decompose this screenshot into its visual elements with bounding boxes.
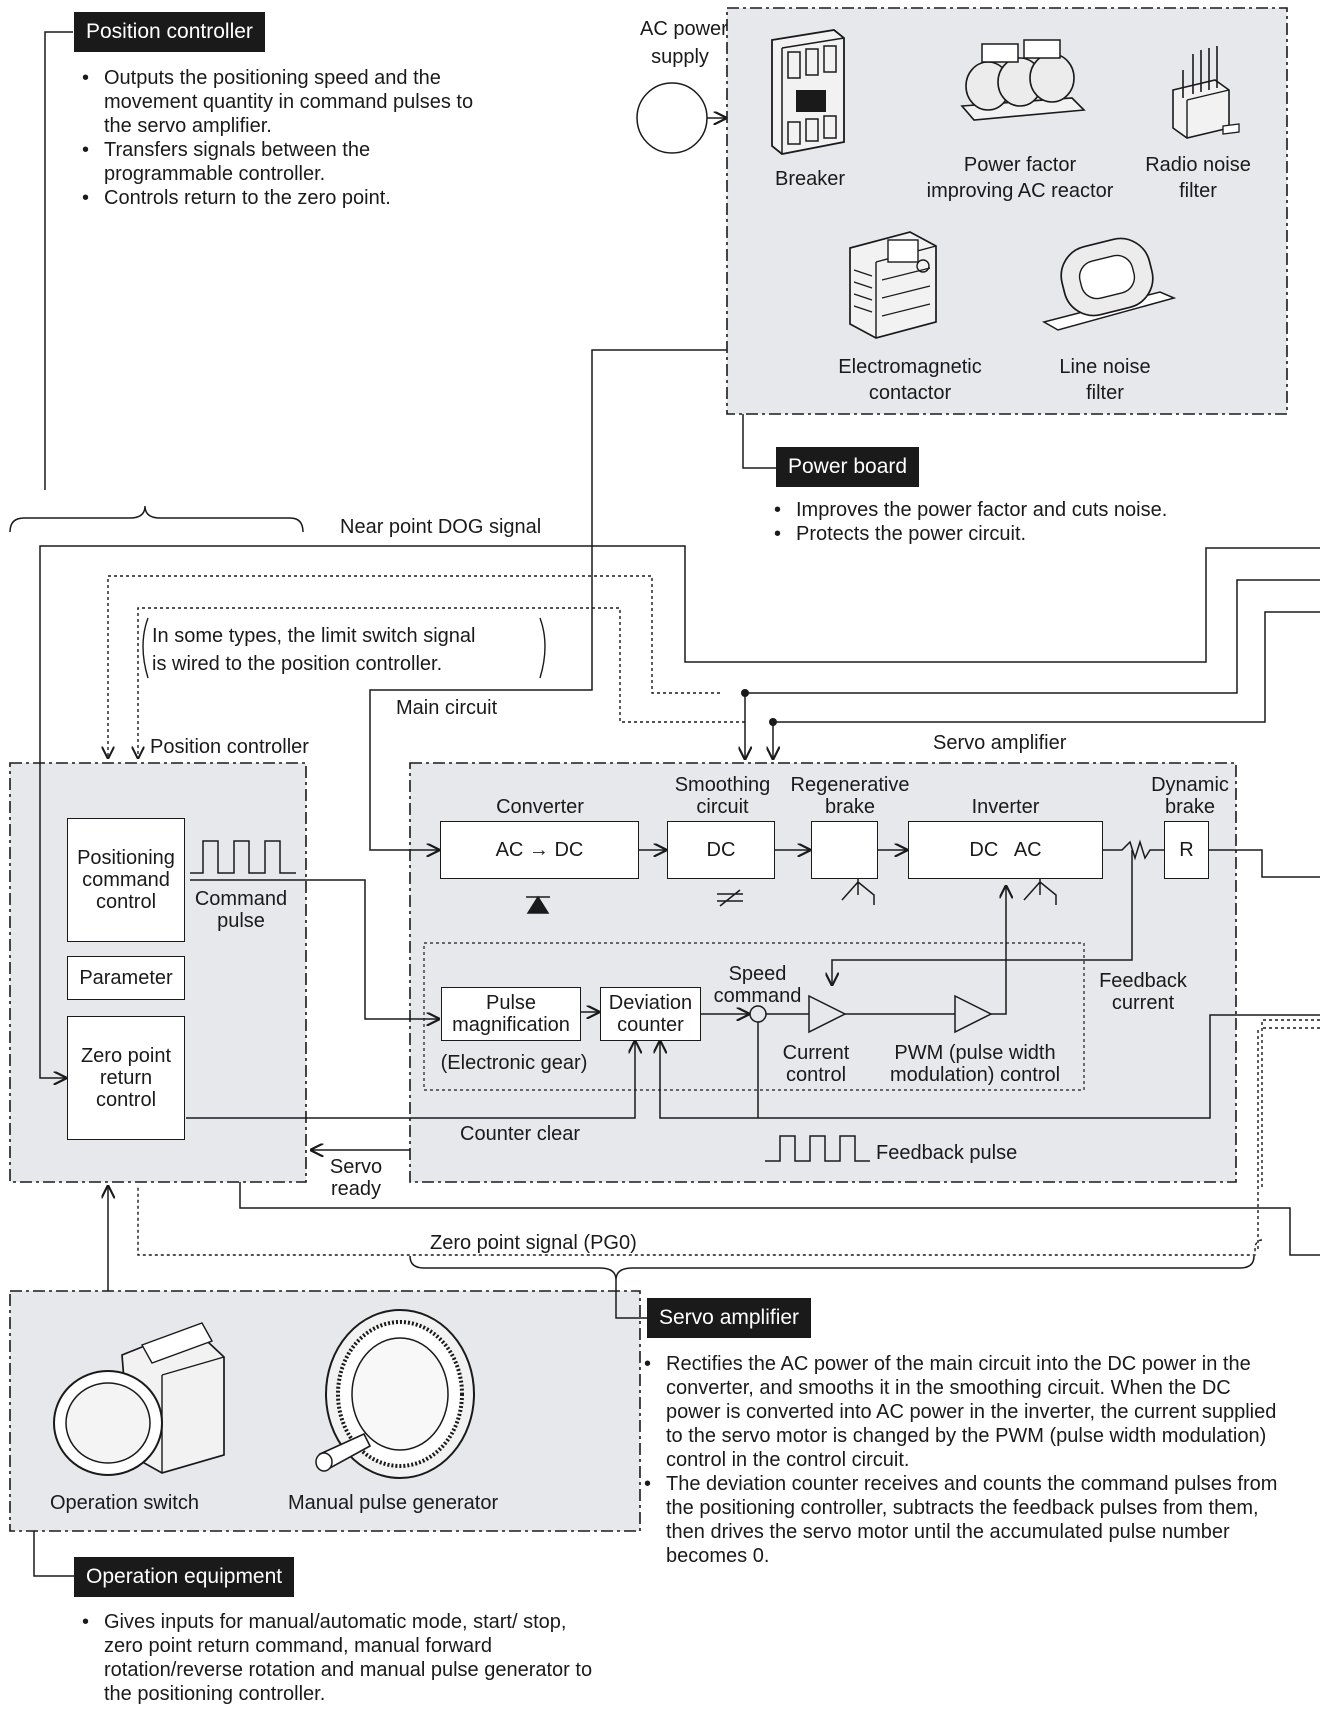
converter-block: AC → DC xyxy=(440,821,639,879)
breaker-label: Breaker xyxy=(774,168,846,190)
operation-switch-icon xyxy=(53,1322,225,1476)
feedback-current-label: Feedback current xyxy=(1099,970,1187,1014)
power-board-bullets: Improves the power factor and cuts noise… xyxy=(770,498,1190,546)
speed-command-label: Speed command xyxy=(713,963,802,1007)
dynamic-brake-block: R xyxy=(1164,821,1209,879)
pwm-control-label: PWM (pulse width modulation) control xyxy=(889,1042,1061,1086)
servo-amplifier-bullets: Rectifies the AC power of the main circu… xyxy=(640,1352,1290,1568)
position-controller-bullets: Outputs the positioning speed and the mo… xyxy=(78,66,478,210)
smoothing-block: DC xyxy=(667,821,775,879)
bullet: The deviation counter receives and count… xyxy=(640,1472,1290,1568)
near-point-dog-label: Near point DOG signal xyxy=(340,516,542,538)
bullet: Gives inputs for manual/automatic mode, … xyxy=(78,1610,598,1706)
feedback-pulse-label: Feedback pulse xyxy=(876,1142,1018,1164)
deviation-counter-block: Deviation counter xyxy=(600,987,701,1041)
control-circuit-frame xyxy=(423,942,1085,1091)
power-board-tag: Power board xyxy=(776,447,920,487)
main-circuit-label: Main circuit xyxy=(396,697,498,719)
position-controller-title: Position controller xyxy=(150,736,309,758)
zero-point-signal-label: Zero point signal (PG0) xyxy=(430,1232,637,1254)
bullet: Outputs the positioning speed and the mo… xyxy=(78,66,478,138)
pulse-magnification-block: Pulse magnification xyxy=(441,987,581,1041)
regenerative-brake-block xyxy=(811,821,878,879)
regenerative-brake-title: Regenerative brake xyxy=(790,774,910,818)
bullet: Rectifies the AC power of the main circu… xyxy=(640,1352,1290,1472)
breaker-icon xyxy=(771,29,845,155)
positioning-command-control-block: Positioning command control xyxy=(67,818,185,942)
position-controller-tag: Position controller xyxy=(74,12,265,52)
bullet: Controls return to the zero point. xyxy=(78,186,478,210)
ac-reactor-icon xyxy=(960,39,1086,121)
electromagnetic-contactor-icon xyxy=(849,231,937,339)
parameter-block: Parameter xyxy=(67,956,185,1000)
ac-power-label: AC power supply xyxy=(640,18,728,68)
servo-amplifier-tag: Servo amplifier xyxy=(647,1298,812,1338)
limit-note: In some types, the limit switch signal i… xyxy=(152,625,476,675)
counter-clear-label: Counter clear xyxy=(460,1123,581,1145)
radio-noise-filter-label: Radio noise filter xyxy=(1145,154,1251,202)
smoothing-title: Smoothing circuit xyxy=(674,774,771,818)
zero-point-return-control-block: Zero point return control xyxy=(67,1016,185,1140)
operation-equipment-bullets: Gives inputs for manual/automatic mode, … xyxy=(78,1610,598,1706)
bullet: Improves the power factor and cuts noise… xyxy=(770,498,1190,522)
inverter-title: Inverter xyxy=(971,796,1040,818)
dynamic-brake-title: Dynamic brake xyxy=(1151,774,1229,818)
servo-amplifier-title: Servo amplifier xyxy=(933,732,1067,754)
radio-noise-filter-icon xyxy=(1172,46,1240,139)
operation-switch-label: Operation switch xyxy=(50,1492,199,1514)
line-noise-filter-label: Line noise filter xyxy=(1059,356,1151,404)
electronic-gear-label: (Electronic gear) xyxy=(440,1052,588,1074)
manual-pulse-generator-icon xyxy=(315,1309,475,1479)
line-noise-filter-icon xyxy=(1042,237,1177,331)
contactor-label: Electromagnetic contactor xyxy=(838,356,982,404)
current-control-label: Current control xyxy=(782,1042,850,1086)
command-pulse-label: Command pulse xyxy=(194,888,288,932)
operation-equipment-tag: Operation equipment xyxy=(74,1557,295,1597)
bullet: Protects the power circuit. xyxy=(770,522,1190,546)
inverter-block: DC AC xyxy=(908,821,1103,879)
bullet: Transfers signals between the programmab… xyxy=(78,138,478,186)
manual-pulse-generator-label: Manual pulse generator xyxy=(288,1492,499,1514)
servo-ready-label: Servo ready xyxy=(329,1156,383,1200)
ac-reactor-label: Power factor improving AC reactor xyxy=(926,154,1114,202)
converter-title: Converter xyxy=(496,796,584,818)
